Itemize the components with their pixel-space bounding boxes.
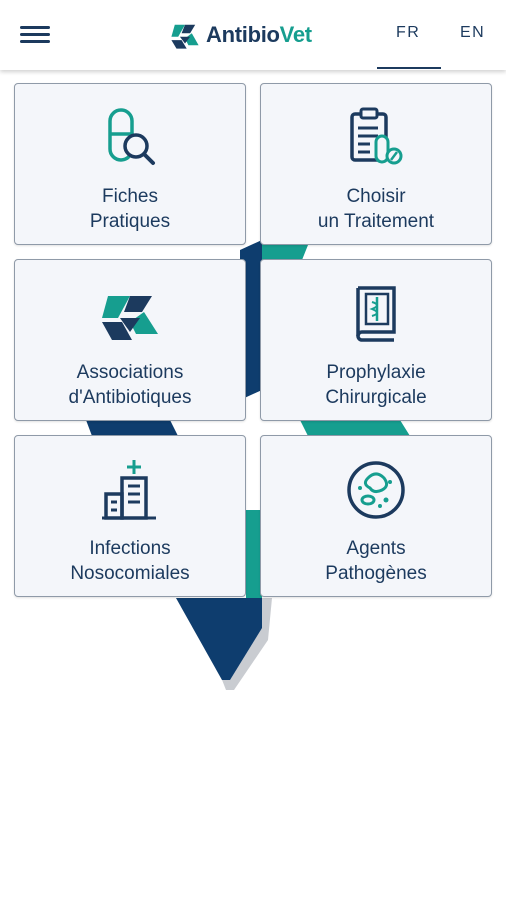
tile-fiches-pratiques[interactable]: Fiches Pratiques [14, 83, 246, 245]
bacteria-icon [347, 461, 405, 519]
tile-label-line: Pathogènes [325, 563, 427, 584]
tile-label: Choisir un Traitement [261, 184, 491, 234]
tile-label-line: Pratiques [89, 211, 171, 232]
tile-label-line: Nosocomiales [70, 563, 190, 584]
tile-label-line: Fiches [102, 186, 158, 207]
logo-suffix: Vet [279, 22, 312, 47]
clipboard-pill-icon [350, 107, 403, 165]
tile-label: Infections Nosocomiales [15, 536, 245, 586]
menu-bar [20, 26, 50, 29]
tile-label: Fiches Pratiques [15, 184, 245, 234]
app-header: AntibioVet FR EN [0, 0, 506, 70]
pill-search-icon [108, 108, 155, 165]
tile-label-line: Agents [346, 538, 406, 559]
medical-book-icon [356, 286, 396, 342]
tile-label-line: Chirurgicale [325, 387, 427, 408]
tile-label-line: Prophylaxie [326, 362, 426, 383]
tile-label-line: Choisir [346, 186, 406, 207]
tile-label: Agents Pathogènes [261, 536, 491, 586]
tile-label-line: un Traitement [317, 211, 435, 232]
tile-label-line: Infections [89, 538, 171, 559]
tile-label: Associations d'Antibiotiques [15, 360, 245, 410]
logo-text: AntibioVet [206, 22, 312, 48]
logo-prefix: Antibio [206, 22, 280, 47]
tile-agents-pathogenes[interactable]: Agents Pathogènes [260, 435, 492, 597]
menu-bar [20, 40, 50, 43]
app-logo: AntibioVet [168, 16, 312, 54]
hospital-icon [102, 460, 156, 520]
star-logo-icon [171, 24, 199, 49]
tile-infections-nosocomiales[interactable]: Infections Nosocomiales [14, 435, 246, 597]
tile-label-line: d'Antibiotiques [68, 387, 192, 408]
tile-associations-antibiotiques[interactable]: Associations d'Antibiotiques [14, 259, 246, 421]
star-logo-icon [102, 296, 158, 340]
menu-bar [20, 33, 50, 36]
language-en-tab[interactable]: EN [460, 24, 486, 41]
language-fr-tab[interactable]: FR [396, 24, 421, 41]
active-language-indicator [377, 67, 441, 69]
tile-label: Prophylaxie Chirurgicale [261, 360, 491, 410]
tile-choisir-traitement[interactable]: Choisir un Traitement [260, 83, 492, 245]
tile-prophylaxie-chirurgicale[interactable]: Prophylaxie Chirurgicale [260, 259, 492, 421]
hamburger-menu-button[interactable] [14, 18, 56, 52]
tile-label-line: Associations [76, 362, 184, 383]
